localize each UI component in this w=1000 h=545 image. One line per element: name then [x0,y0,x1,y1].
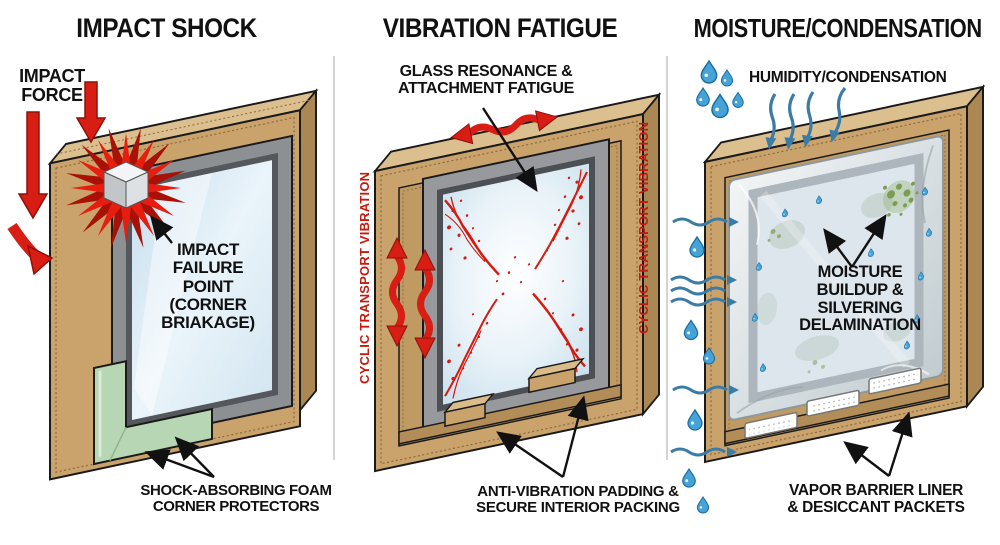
framed-mirror-cracked [422,138,610,431]
crack-lines [444,169,588,399]
crack-speckles [447,176,583,381]
vapor-barrier-label: VAPOR BARRIER LINER & DESICCANT PACKETS [787,482,965,516]
plastic-wrapped-mirror [728,135,944,421]
moisture-condensation-illustration [670,60,986,514]
glass-resonance-label: GLASS RESONANCE & ATTACHMENT FATIGUE [398,63,574,98]
vibration-fatigue-illustration [372,92,662,478]
panel-divider [666,56,668,460]
annotation-arrows [481,107,589,478]
foam-protectors-label: SHOCK-ABSORBING FOAM CORNER PROTECTORS [140,482,332,516]
mold-spots [767,180,919,374]
anti-vibration-label: ANTI-VIBRATION PADDING & SECURE INTERIOR… [476,483,680,517]
annotation-arrows [144,215,215,479]
vibration-wave-arrow-icon [414,248,436,360]
panel-impact-shock: IMPACT SHOCK IMPACT FORCE IMPACT FAILURE… [0,0,333,545]
vibration-wave-arrow-icon [386,236,408,348]
panel-title-moisture-condensation: MOISTURE/CONDENSATION [693,13,982,43]
impact-failure-point-label: IMPACT FAILURE POINT (CORNER BRIAKAGE) [161,240,255,333]
moisture-ingress-arrow-icons [670,217,739,457]
moisture-buildup-label: MOISTURE BUILDUP & SILVERING DELAMINATIO… [799,263,921,335]
panel-title-impact-shock: IMPACT SHOCK [76,13,257,43]
shipping-box [372,92,662,473]
humidity-flow-arrow-icons [765,86,847,150]
panel-divider [333,56,335,460]
desiccant-packets [724,367,950,445]
vibration-wave-arrow-icon [450,110,559,145]
impact-force-arrow-icons [7,81,107,276]
plastic-wrinkles [736,145,934,414]
shipping-box [702,84,986,464]
cyclic-vibration-label-right: CYCLIC TRANSPORT VIBRATION [636,121,651,334]
panel-moisture-condensation: MOISTURE/CONDENSATION HUMIDITY/CONDENSAT… [667,0,1000,545]
panel-vibration-fatigue: VIBRATION FATIGUE GLASS RESONANCE & ATTA… [333,0,680,545]
annotation-arrows [823,213,913,477]
interior-packing-blocks [398,357,622,445]
humidity-condensation-label: HUMIDITY/CONDENSATION [749,69,947,86]
cyclic-vibration-label-left: CYCLIC TRANSPORT VIBRATION [357,171,372,384]
panel-title-vibration-fatigue: VIBRATION FATIGUE [382,13,618,43]
impact-force-label: IMPACT FORCE [19,66,85,106]
impact-shock-illustration [7,81,319,481]
